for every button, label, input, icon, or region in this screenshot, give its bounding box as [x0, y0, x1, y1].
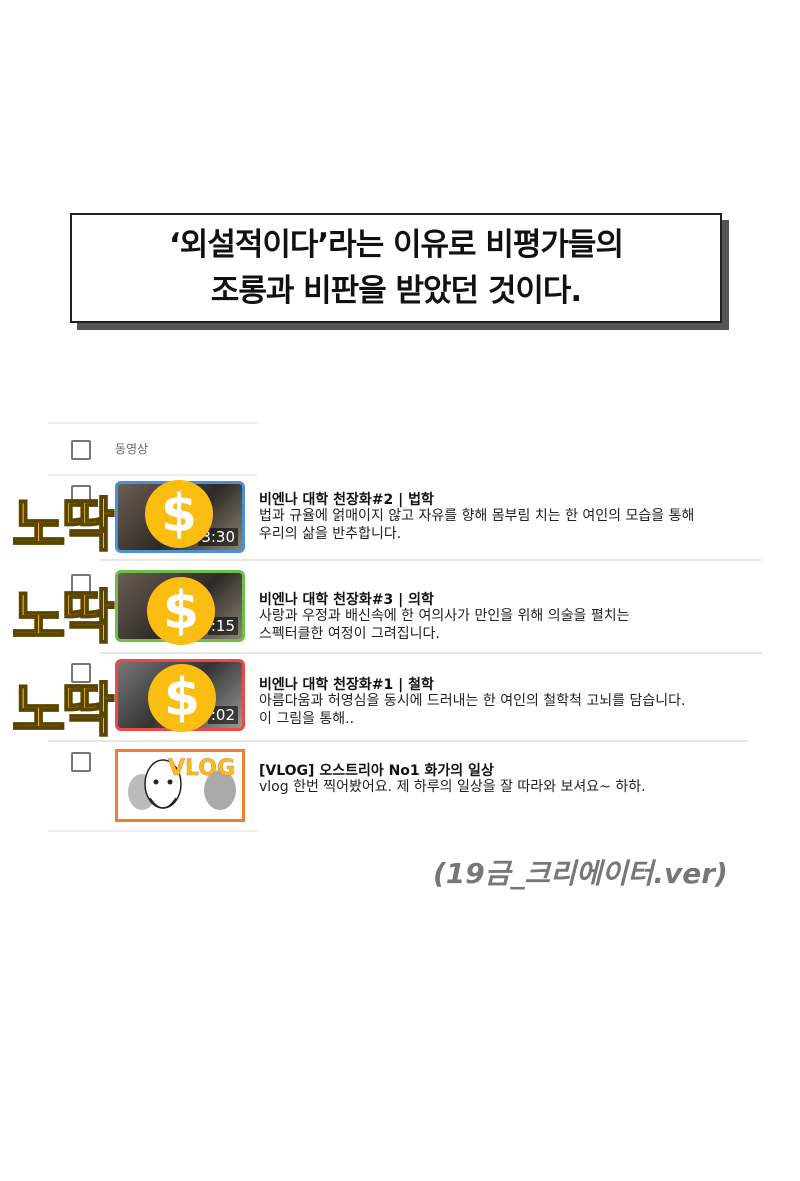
video-description: 사랑과 우정과 배신속에 한 여의사가 만인을 위해 의술을 펼치는: [259, 608, 630, 624]
video-description: 아름다움과 허영심을 동시에 드러내는 한 여인의 철학척 고뇌를 담습니다.: [259, 693, 686, 709]
dollar-icon: $: [148, 664, 216, 732]
caption-line-1: ‘외설적이다’라는 이유로 비평가들의: [169, 227, 624, 263]
divider: [100, 652, 762, 654]
demonetized-label: 노딱: [11, 675, 116, 745]
cartoon-portrait-icon: [128, 759, 236, 810]
vlog-label: VLOG: [168, 756, 236, 782]
video-description: vlog 한번 찍어봤어요. 제 하루의 일상을 잘 따라와 보셔요~ 하하.: [259, 779, 646, 795]
video-title[interactable]: 비엔나 대학 천장화#2 | 법학: [259, 492, 434, 508]
video-thumbnail[interactable]: VLOG: [115, 749, 245, 822]
divider: [48, 740, 748, 742]
duration: :02: [207, 706, 238, 724]
dollar-icon: $: [145, 480, 213, 548]
column-header-video: 동영상: [115, 442, 149, 456]
duration: :15: [207, 617, 238, 635]
video-description: 우리의 삶을 반추합니다.: [259, 526, 402, 542]
demonetized-label: 노딱: [11, 490, 116, 560]
divider: [100, 559, 762, 561]
row-checkbox[interactable]: [71, 574, 91, 594]
duration: 3:30: [198, 528, 238, 546]
video-description: 스펙터클한 여정이 그려집니다.: [259, 626, 440, 642]
video-title[interactable]: [VLOG] 오스트리아 No1 화가의 일상: [259, 763, 494, 779]
footer-caption: (19금_크리에이터.ver): [433, 857, 728, 890]
dollar-icon: $: [147, 577, 215, 645]
select-all-checkbox[interactable]: [71, 440, 91, 460]
row-checkbox[interactable]: [71, 485, 91, 505]
video-title[interactable]: 비엔나 대학 천장화#1 | 철학: [259, 677, 434, 693]
caption-box: ‘외설적이다’라는 이유로 비평가들의 조롱과 비판을 받았던 것이다.: [70, 213, 722, 323]
row-checkbox[interactable]: [71, 663, 91, 683]
demonetized-label: 노딱: [11, 582, 116, 652]
video-title[interactable]: 비엔나 대학 천장화#3 | 의학: [259, 592, 434, 608]
row-checkbox[interactable]: [71, 752, 91, 772]
caption-line-2: 조롱과 비판을 받았던 것이다.: [210, 273, 582, 309]
divider: [48, 830, 258, 832]
divider: [48, 474, 258, 476]
divider: [48, 422, 258, 424]
video-description: 법과 규율에 얽매이지 않고 자유를 향해 몸부림 치는 한 여인의 모습을 통…: [259, 508, 695, 524]
video-description: 이 그림을 통해..: [259, 711, 355, 727]
